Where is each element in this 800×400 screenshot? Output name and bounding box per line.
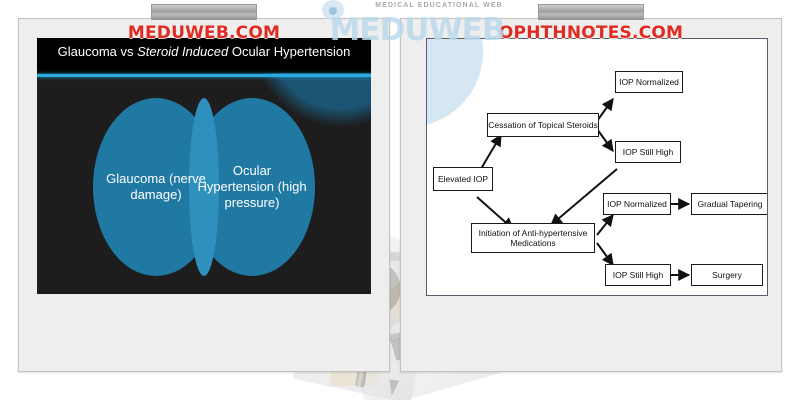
flowchart-node-iop-normalized-top: IOP Normalized [615,71,683,93]
venn-label-ocular-hypertension: Ocular Hypertension (high pressure) [197,162,307,211]
venn-diagram: Glaucoma (nerve damage) Ocular Hypertens… [37,80,371,294]
panel-left-clip [151,4,257,20]
flowchart-node-cessation-steroids: Cessation of Topical Steroids [487,113,599,137]
flowchart-node-iop-normalized-mid: IOP Normalized [603,193,671,215]
flowchart-node-elevated-iop: Elevated IOP [433,167,493,191]
flowchart-node-iop-still-high-bottom: IOP Still High [605,264,671,286]
slide-accent-rule [37,74,371,77]
flowchart: Elevated IOP Cessation of Topical Steroi… [427,39,767,295]
slide-title: Glaucoma vs Steroid Induced Ocular Hyper… [37,44,371,59]
slide-title-part-1: Glaucoma vs [57,44,138,59]
venn-label-glaucoma: Glaucoma (nerve damage) [106,170,206,202]
panel-left: MEDUWEB.COM Glaucoma vs Steroid Induced … [18,4,390,372]
panel-right: OPHTHNOTES.COM [400,4,782,372]
slide-glaucoma-vs-ocular-hypertension: Glaucoma vs Steroid Induced Ocular Hyper… [37,38,371,294]
panel-right-clip [538,4,644,20]
panel-left-source-label: MEDUWEB.COM [127,23,281,43]
slide-title-emphasis: Steroid Induced [137,44,229,59]
flowchart-node-surgery: Surgery [691,264,763,286]
venn-circle-ocular-hypertension: Ocular Hypertension (high pressure) [189,98,315,276]
flowchart-node-iop-still-high-top: IOP Still High [615,141,681,163]
slide-iop-management-flowchart: Elevated IOP Cessation of Topical Steroi… [426,38,768,296]
slide-title-part-2: Ocular Hypertension [228,44,351,59]
slide-title-bar [37,38,371,73]
panel-right-source-label: OPHTHNOTES.COM [498,23,684,43]
flowchart-node-initiation-meds: Initiation of Anti-hypertensive Medicati… [471,223,595,253]
flowchart-node-gradual-tapering: Gradual Tapering [691,193,767,215]
